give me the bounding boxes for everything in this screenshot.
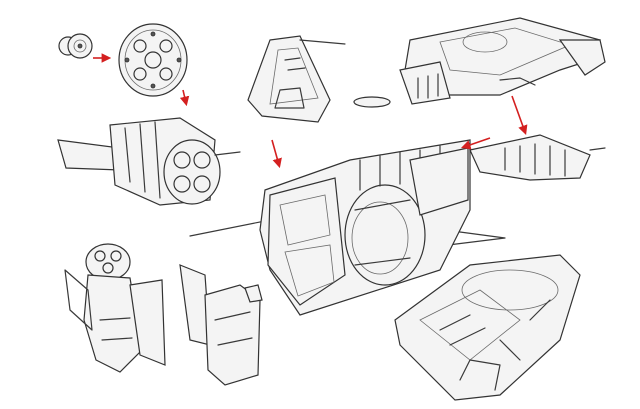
red-arrow-down-icon bbox=[271, 139, 282, 169]
top-right-ship-sketch bbox=[353, 17, 606, 108]
left-ship-sketch bbox=[57, 117, 241, 206]
hatch-panel-sketch bbox=[247, 35, 346, 123]
bottom-middle-pod-sketch bbox=[179, 264, 263, 386]
red-arrow-down-icon bbox=[179, 89, 190, 107]
central-ship-sketch bbox=[189, 139, 506, 316]
bottom-right-hull-sketch bbox=[394, 254, 581, 401]
bottom-left-pod-sketch bbox=[64, 243, 166, 373]
small-gear-sketch bbox=[58, 33, 93, 59]
engine-disc-sketch bbox=[118, 23, 188, 97]
red-arrow-down-icon bbox=[511, 95, 528, 136]
right-small-ship-sketch bbox=[469, 134, 606, 181]
red-arrow-left-icon bbox=[460, 137, 491, 150]
